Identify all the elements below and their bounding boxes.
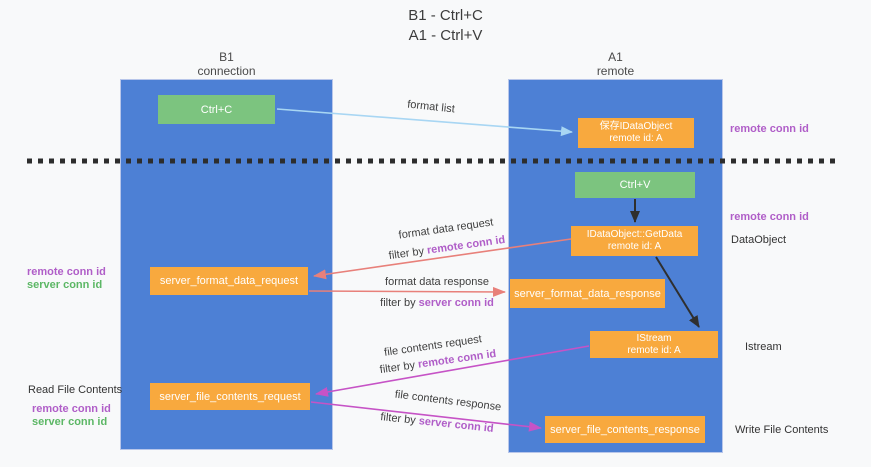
istream-label: Istream <box>745 341 782 353</box>
dataobject-label: DataObject <box>731 234 787 246</box>
remote-conn-id-label-mid: remote conn id <box>730 211 809 223</box>
node-save-idataobject-line1: 保存IDataObject <box>599 121 673 132</box>
node-server-format-data-request-label: server_format_data_request <box>159 275 299 287</box>
format-data-response-arrow <box>308 286 506 297</box>
node-server-file-contents-request-label: server_file_contents_request <box>159 390 301 403</box>
diagram-title: B1 - Ctrl+C A1 - Ctrl+V <box>20 6 871 46</box>
node-ctrl-c-label: Ctrl+C <box>200 103 233 116</box>
title-line-2: A1 - Ctrl+V <box>408 27 483 44</box>
getdata-to-istream-arrow <box>655 256 700 328</box>
node-server-file-contents-response-label: server_file_contents_response <box>550 423 700 436</box>
remote-conn-id-label-left2: remote conn id <box>32 403 111 415</box>
node-save-idataobject-line2: remote id: A <box>609 133 663 144</box>
read-file-contents-label: Read File Contents <box>28 384 123 396</box>
format-data-request-arrow <box>313 238 572 280</box>
node-getdata-line1: IDataObject::GetData <box>586 229 683 240</box>
remote-conn-id-label-top: remote conn id <box>730 123 809 135</box>
server-conn-id-inline-2: server conn id <box>418 297 494 309</box>
format-data-response-label: format data response <box>385 276 489 288</box>
node-getdata-line2: remote id: A <box>607 241 662 252</box>
node-server-format-data-request: server_format_data_request <box>150 267 308 295</box>
lane-header-b1: B1 connection <box>120 50 333 78</box>
lane-b1-subtitle: connection <box>197 64 256 78</box>
file-contents-request-arrow <box>315 345 590 397</box>
lane-a1-name: A1 <box>608 50 623 64</box>
server-conn-id-label-left1: server conn id <box>27 279 103 291</box>
node-ctrl-v: Ctrl+V <box>575 172 695 198</box>
format-data-response-filter-label: filter by server conn id <box>372 297 502 309</box>
node-ctrl-v-label: Ctrl+V <box>619 179 651 191</box>
lane-a1-subtitle: remote <box>596 64 635 78</box>
node-server-format-data-response-label: server_format_data_response <box>514 287 661 300</box>
node-istream-line2: remote id: A <box>627 344 681 356</box>
node-istream: IStream remote id: A <box>590 331 718 358</box>
node-server-file-contents-response: server_file_contents_response <box>545 416 705 443</box>
format-list-arrow <box>276 108 573 137</box>
node-server-file-contents-request: server_file_contents_request <box>150 383 310 410</box>
node-ctrl-c: Ctrl+C <box>158 95 275 124</box>
title-line-1: B1 - Ctrl+C <box>408 7 483 24</box>
node-idataobject-getdata: IDataObject::GetData remote id: A <box>571 226 698 256</box>
node-istream-line1: IStream <box>636 332 672 344</box>
lane-b1-name: B1 <box>219 50 234 64</box>
file-contents-response-arrow <box>310 401 542 432</box>
lane-header-a1: A1 remote <box>508 50 723 78</box>
filter-by-text-2: filter by <box>380 297 419 309</box>
write-file-contents-label: Write File Contents <box>735 424 829 436</box>
server-conn-id-label-left2: server conn id <box>32 416 108 428</box>
node-server-format-data-response: server_format_data_response <box>510 279 665 308</box>
node-save-idataobject: 保存IDataObject remote id: A <box>578 118 694 148</box>
remote-conn-id-label-left1: remote conn id <box>27 266 106 278</box>
